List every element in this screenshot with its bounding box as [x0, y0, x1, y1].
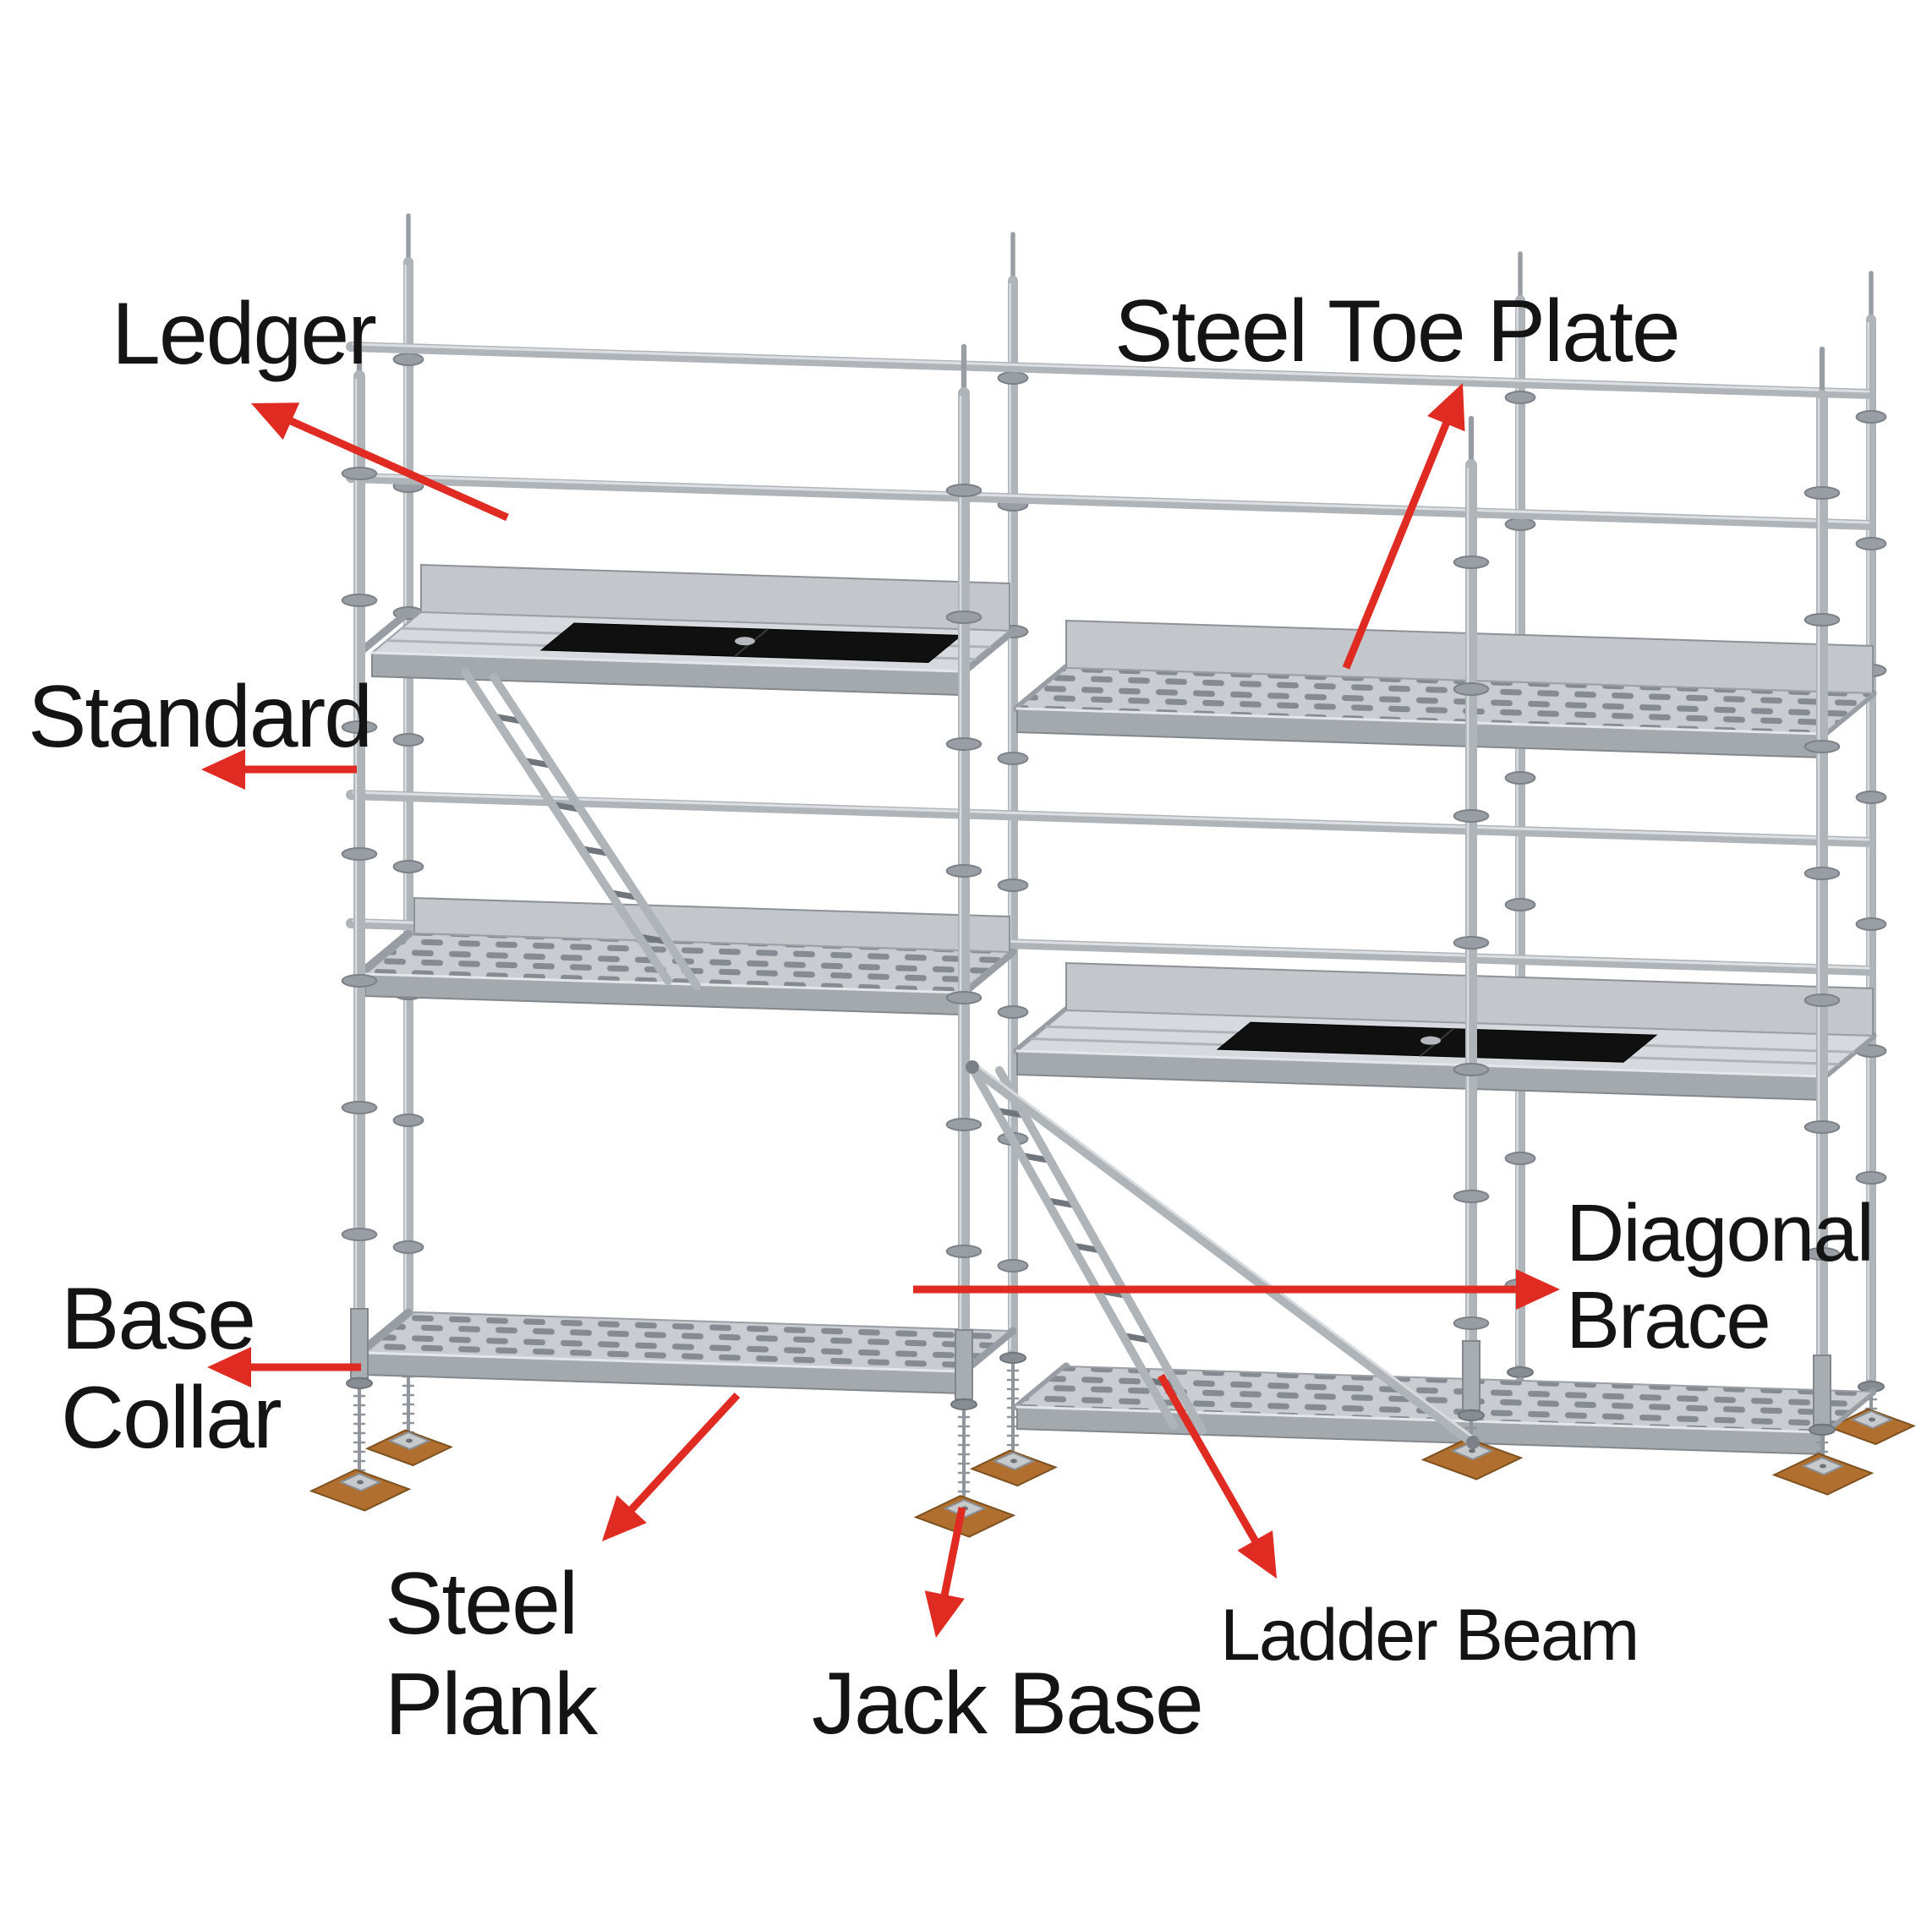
arrow-jack-base — [924, 1507, 966, 1638]
label-ladder-beam: Ladder Beam — [1220, 1595, 1638, 1676]
arrow-steel-toe-plate — [1342, 383, 1465, 670]
label-jack-base: Jack Base — [812, 1655, 1202, 1753]
arrow-base-collar — [207, 1347, 361, 1387]
scaffold-structure — [309, 213, 1916, 1538]
annotation-arrows — [201, 383, 1560, 1638]
arrow-ledger — [251, 402, 509, 522]
label-standard: Standard — [28, 668, 371, 766]
arrow-ladder-beam — [1158, 1373, 1277, 1579]
label-ledger: Ledger — [112, 285, 375, 383]
arrow-steel-plank — [602, 1392, 741, 1541]
label-steel-toe-plate: Steel Toe Plate — [1114, 282, 1679, 380]
arrow-diagonal-brace — [913, 1269, 1560, 1310]
arrow-standard — [201, 749, 357, 790]
